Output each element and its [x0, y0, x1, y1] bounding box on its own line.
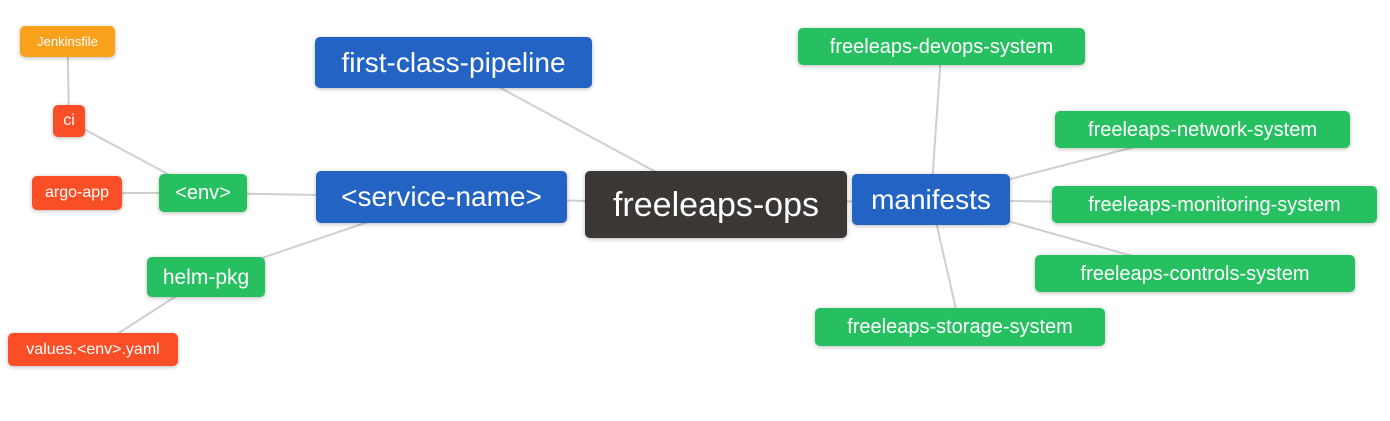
node-first-class-pipeline[interactable]: first-class-pipeline	[315, 37, 592, 88]
node-argo-app[interactable]: argo-app	[32, 176, 122, 210]
node-service-name[interactable]: <service-name>	[316, 171, 567, 223]
node-freeleaps-storage-system[interactable]: freeleaps-storage-system	[815, 308, 1105, 346]
node-freeleaps-ops[interactable]: freeleaps-ops	[585, 171, 847, 238]
node-helm-pkg[interactable]: helm-pkg	[147, 257, 265, 297]
node-freeleaps-network-system[interactable]: freeleaps-network-system	[1055, 111, 1350, 148]
node-jenkinsfile[interactable]: Jenkinsfile	[20, 26, 115, 57]
node-ci[interactable]: ci	[53, 105, 85, 137]
node-freeleaps-devops-system[interactable]: freeleaps-devops-system	[798, 28, 1085, 65]
node-freeleaps-monitoring-system[interactable]: freeleaps-monitoring-system	[1052, 186, 1377, 223]
node-values-env-yaml[interactable]: values.<env>.yaml	[8, 333, 178, 366]
node-manifests[interactable]: manifests	[852, 174, 1010, 225]
node-env[interactable]: <env>	[159, 174, 247, 212]
node-freeleaps-controls-system[interactable]: freeleaps-controls-system	[1035, 255, 1355, 292]
